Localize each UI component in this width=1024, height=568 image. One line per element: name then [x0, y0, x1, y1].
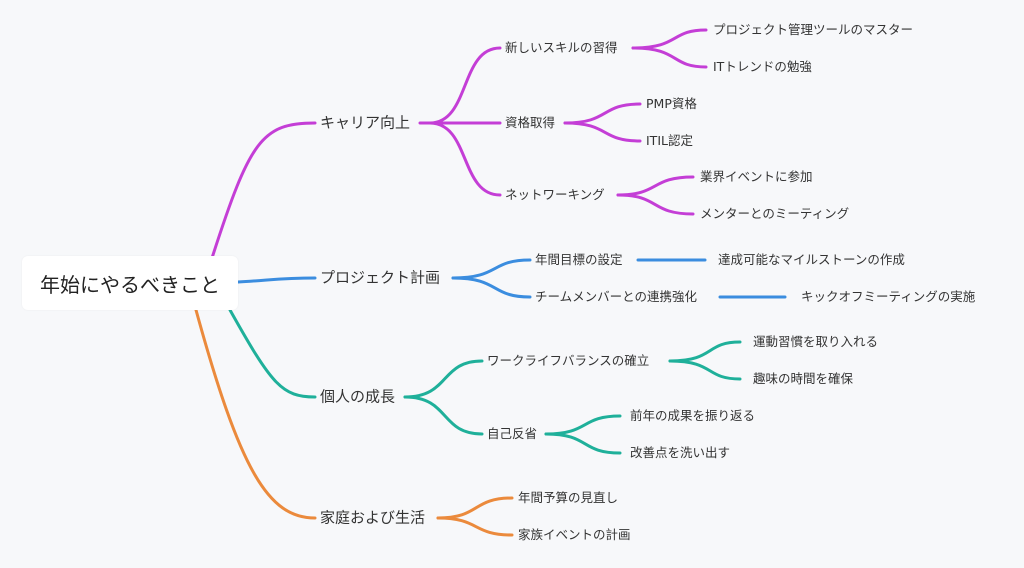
link: [616, 175, 695, 197]
leaf-node[interactable]: ITトレンドの勉強: [713, 58, 812, 74]
link: [428, 121, 502, 197]
career-links: [210, 28, 708, 260]
link: [436, 496, 514, 520]
node-work-life[interactable]: ワークライフバランスの確立: [487, 352, 650, 368]
link: [451, 258, 532, 280]
link: [563, 121, 642, 143]
leaf-node[interactable]: 年間予算の見直し: [518, 489, 619, 505]
leaf-node[interactable]: 運動習慣を取り入れる: [753, 333, 879, 349]
link: [428, 46, 502, 125]
link: [451, 276, 532, 299]
leaf-node[interactable]: 業界イベントに参加: [700, 168, 813, 184]
link: [544, 414, 622, 436]
link: [210, 121, 317, 260]
leaf-node[interactable]: プロジェクト管理ツールのマスター: [713, 21, 914, 37]
node-career[interactable]: キャリア向上: [320, 113, 411, 132]
node-certification[interactable]: 資格取得: [505, 114, 556, 130]
personal-links: [228, 308, 742, 455]
root-node[interactable]: 年始にやるべきこと: [22, 256, 238, 310]
node-team[interactable]: チームメンバーとの連携強化: [535, 288, 698, 304]
link: [631, 46, 708, 69]
node-annual-goals[interactable]: 年間目標の設定: [535, 251, 623, 267]
link: [668, 359, 742, 381]
link: [436, 516, 514, 537]
leaf-node[interactable]: PMP資格: [646, 95, 697, 111]
link: [403, 395, 484, 436]
link: [403, 359, 484, 399]
leaf-node[interactable]: 趣味の時間を確保: [753, 370, 854, 386]
leaf-node[interactable]: 達成可能なマイルストーンの作成: [718, 251, 905, 267]
link: [563, 102, 642, 125]
link: [544, 432, 622, 455]
node-networking[interactable]: ネットワーキング: [505, 186, 605, 202]
node-project[interactable]: プロジェクト計画: [320, 268, 441, 287]
node-new-skills[interactable]: 新しいスキルの習得: [505, 39, 618, 55]
link: [616, 193, 695, 216]
link: [194, 308, 317, 520]
node-personal[interactable]: 個人の成長: [320, 387, 396, 406]
link: [228, 308, 317, 399]
leaf-node[interactable]: キックオフミーティングの実施: [801, 288, 976, 304]
node-reflection[interactable]: 自己反省: [487, 425, 538, 441]
link: [631, 28, 708, 50]
node-family[interactable]: 家庭および生活: [320, 508, 426, 527]
leaf-node[interactable]: 家族イベントの計画: [518, 526, 631, 542]
leaf-node[interactable]: ITIL認定: [646, 132, 693, 148]
family-links: [194, 308, 514, 537]
project-links: [236, 258, 787, 299]
leaf-node[interactable]: 改善点を洗い出す: [630, 444, 731, 460]
leaf-node[interactable]: メンターとのミーティング: [700, 205, 850, 221]
link: [668, 340, 742, 363]
leaf-node[interactable]: 前年の成果を振り返る: [630, 407, 756, 423]
link: [236, 276, 317, 284]
